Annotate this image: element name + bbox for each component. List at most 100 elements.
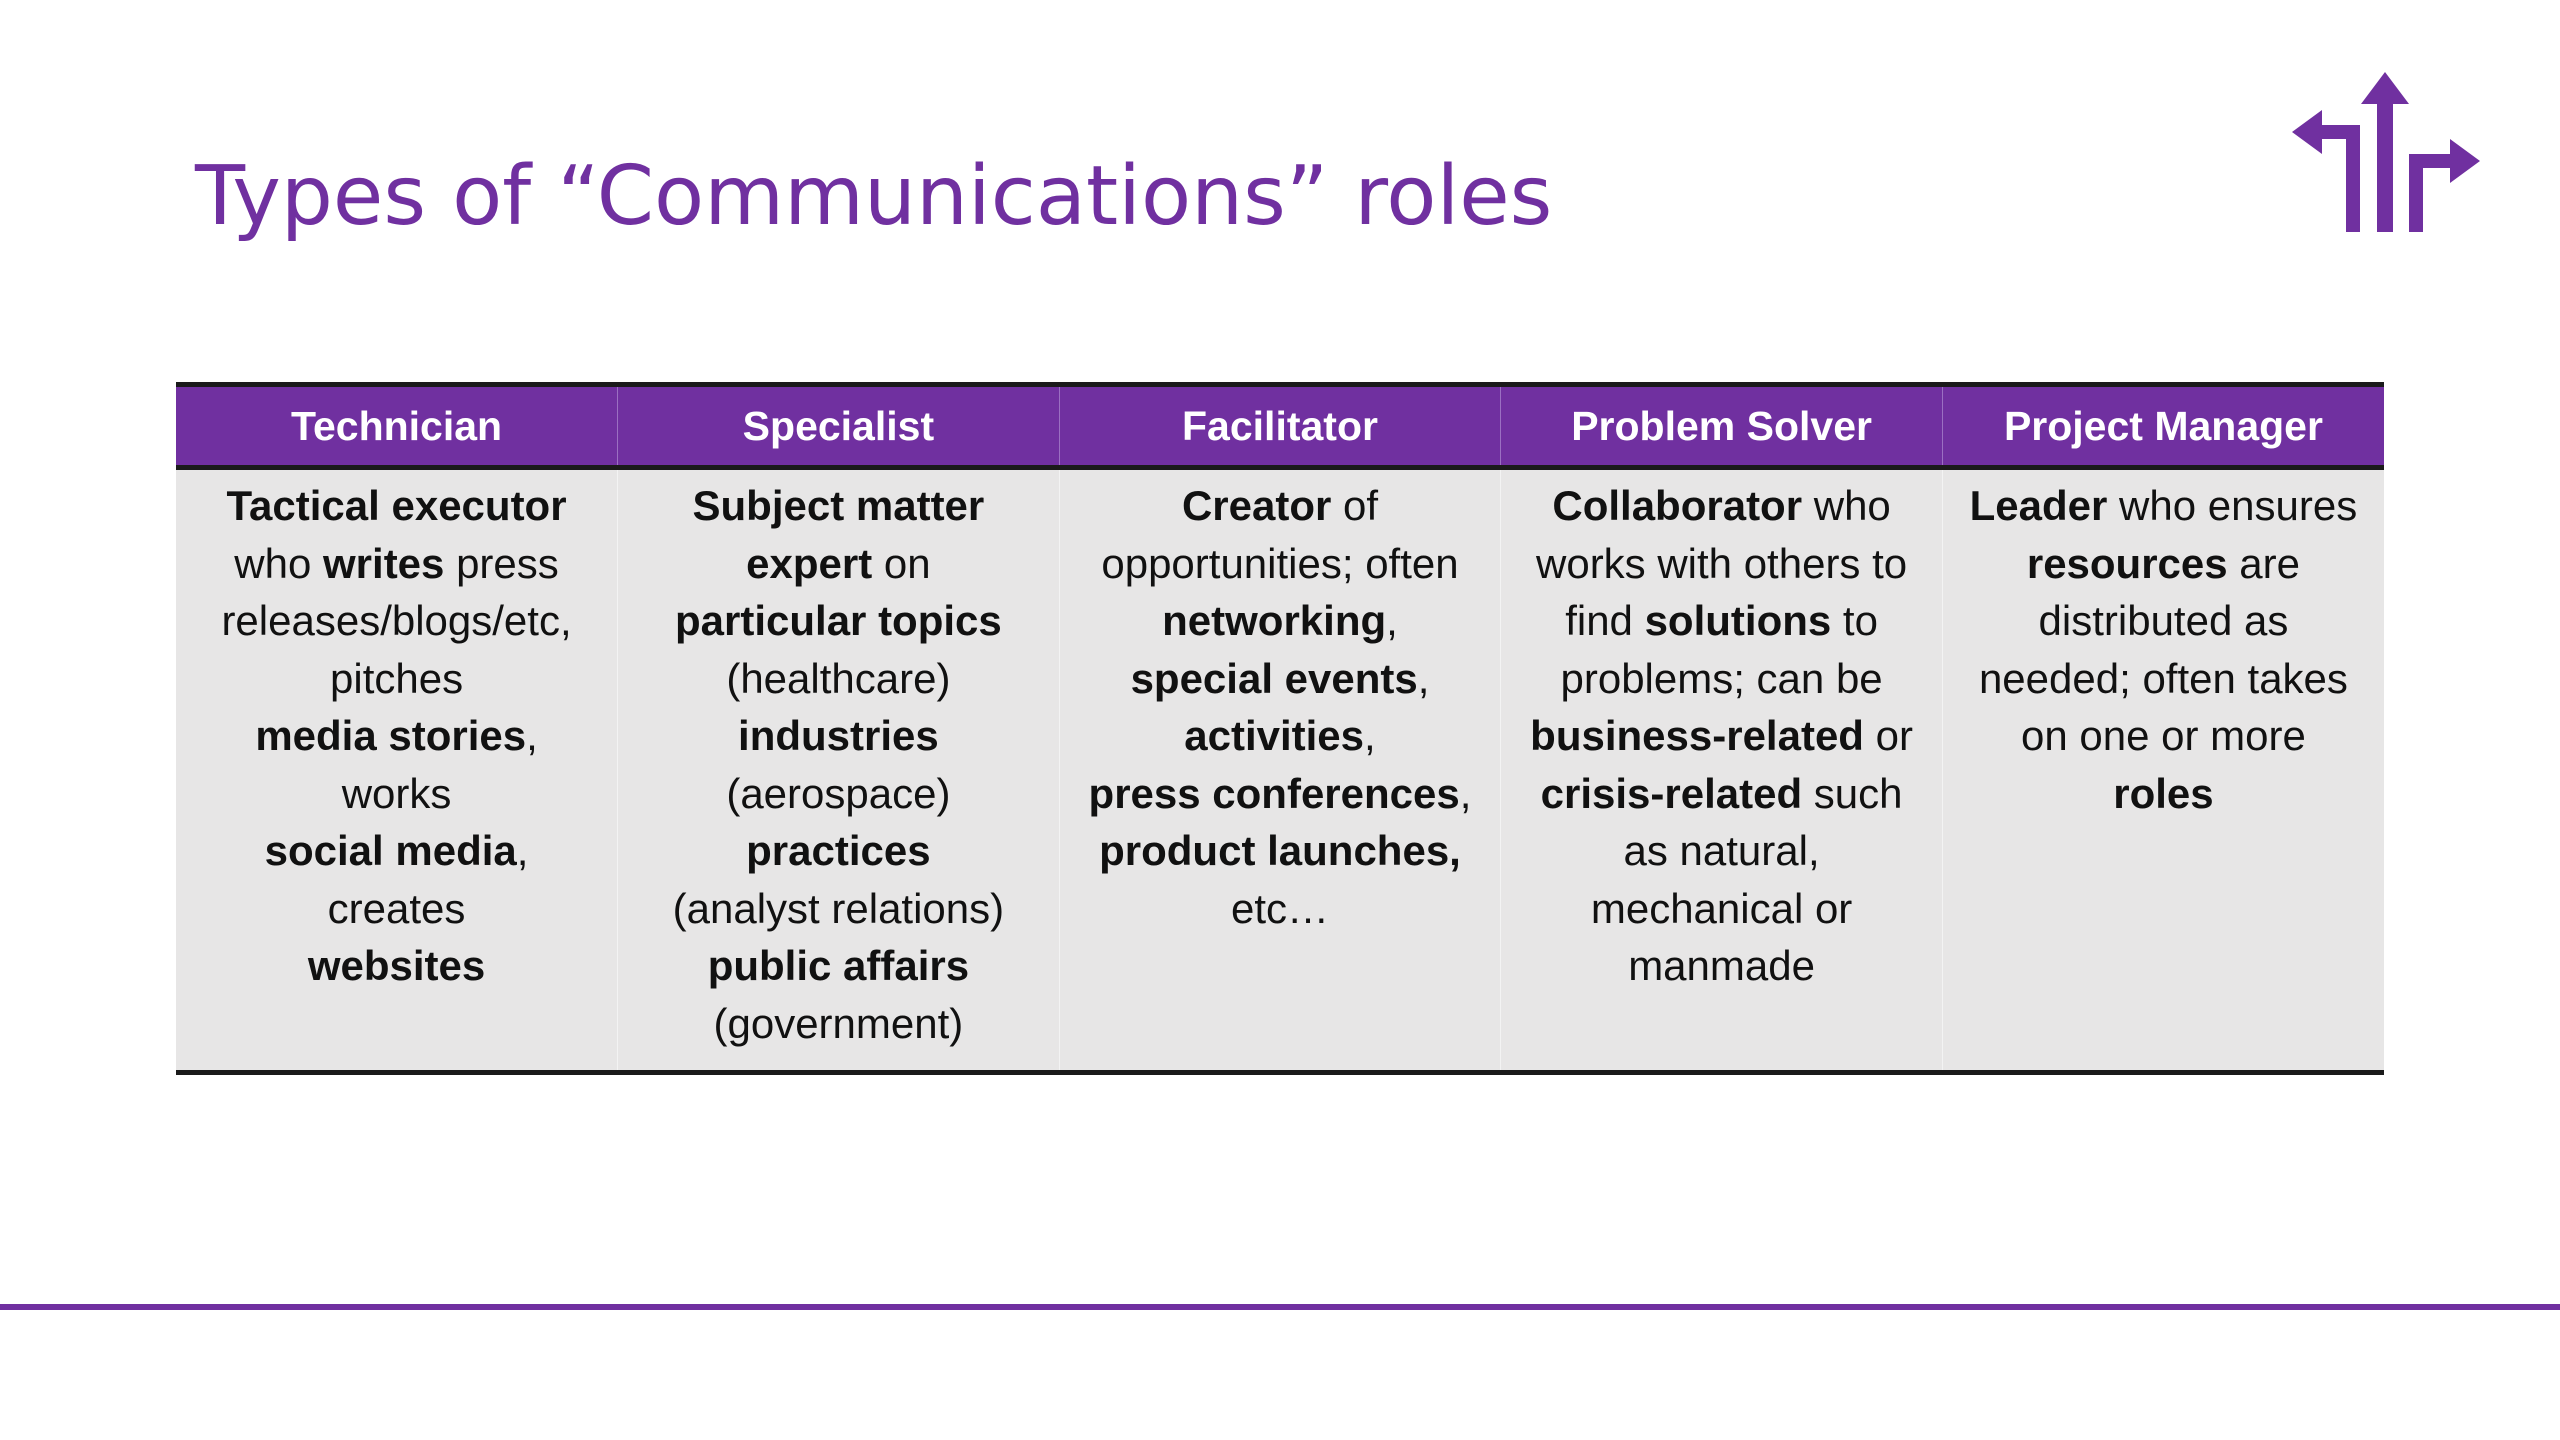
cell-text: (aerospace) <box>726 769 951 817</box>
header-project-manager: Project Manager <box>1941 382 2384 470</box>
cell-line: product launches, <box>1078 822 1483 880</box>
cell-text: , <box>1386 597 1398 644</box>
cell-line: works <box>194 765 599 823</box>
cell-text: , <box>1364 712 1376 759</box>
split-arrows-icon <box>2292 72 2480 232</box>
bold-text: business-related <box>1530 712 1864 759</box>
cell-line: special events, <box>1078 650 1483 708</box>
cell-line: particular topics <box>636 592 1041 650</box>
bottom-divider <box>0 1304 2560 1310</box>
cell-text: distributed as <box>2038 597 2289 644</box>
cell-line: expert on <box>636 535 1041 593</box>
cell-text: press <box>444 539 559 587</box>
cell-line: etc… <box>1078 880 1483 938</box>
cell-text: are <box>2227 539 2301 587</box>
bold-text: Tactical executor <box>226 482 567 529</box>
cell-text: on one or more <box>2021 712 2306 759</box>
bold-text: writes <box>323 539 445 587</box>
cell-text: , <box>516 827 529 874</box>
cell-line: media stories, <box>194 707 599 765</box>
cell-line: public affairs <box>636 937 1041 995</box>
cell-line: networking, <box>1078 592 1483 650</box>
cell-line: problems; can be <box>1519 650 1924 708</box>
cell-line: (government) <box>636 995 1041 1053</box>
bold-text: Collaborator <box>1552 482 1803 529</box>
header-technician: Technician <box>176 382 619 470</box>
cell-line: as natural, <box>1519 822 1924 880</box>
cell-line: Leader who ensures <box>1961 477 2366 535</box>
cell-line: pitches <box>194 650 599 708</box>
bold-text: particular topics <box>675 597 1002 644</box>
cell-line: manmade <box>1519 937 1924 995</box>
cell-line: releases/blogs/etc, <box>194 592 599 650</box>
header-row: Technician Specialist Facilitator Proble… <box>176 382 2384 470</box>
cell-text: on <box>872 539 931 587</box>
cell-text: , <box>1459 769 1472 817</box>
cell-text: opportunities; often <box>1101 539 1459 587</box>
cell-text: as natural, <box>1623 827 1820 874</box>
cell-line: Creator of <box>1078 477 1483 535</box>
bold-text: special events <box>1130 654 1418 702</box>
cell-line: practices <box>636 822 1041 880</box>
cell-line: crisis-related such <box>1519 765 1924 823</box>
cell-text: of <box>1331 482 1379 529</box>
cell-text: problems; can be <box>1560 654 1883 702</box>
cell-text: who ensures <box>2107 482 2358 529</box>
cell-text: find <box>1565 597 1645 644</box>
bold-text: websites <box>307 942 486 989</box>
roles-table: Technician Specialist Facilitator Proble… <box>176 382 2384 1075</box>
cell-line: who writes press <box>194 535 599 593</box>
bold-text: expert <box>746 539 873 587</box>
cell-line: resources are <box>1961 535 2366 593</box>
cell-text: , <box>1417 654 1430 702</box>
cell-line: social media, <box>194 822 599 880</box>
cell-line: needed; often takes <box>1961 650 2366 708</box>
cell-line: business-related or <box>1519 707 1924 765</box>
cell-text: works <box>341 769 452 817</box>
cell-line: works with others to <box>1519 535 1924 593</box>
cell-text: to <box>1831 597 1878 644</box>
cell-line: Tactical executor <box>194 477 599 535</box>
bold-text: networking <box>1162 597 1387 644</box>
cell-line: (aerospace) <box>636 765 1041 823</box>
cell-line: activities, <box>1078 707 1483 765</box>
cell-text: , <box>526 712 538 759</box>
bold-text: Subject matter <box>692 482 985 529</box>
header-specialist: Specialist <box>617 382 1060 470</box>
bold-text: social media <box>264 827 517 874</box>
cell-line: opportunities; often <box>1078 535 1483 593</box>
cell-text: etc… <box>1230 884 1329 932</box>
cell-text: releases/blogs/etc, <box>221 597 572 644</box>
cell-text: (healthcare) <box>726 654 951 702</box>
cell-line: mechanical or <box>1519 880 1924 938</box>
cell-text: works with others to <box>1536 539 1908 587</box>
cell-text: (government) <box>713 999 964 1047</box>
bold-text: industries <box>738 712 939 759</box>
cell-line: Collaborator who <box>1519 477 1924 535</box>
cell-line: creates <box>194 880 599 938</box>
header-facilitator: Facilitator <box>1058 382 1502 470</box>
cell-text: who <box>1802 482 1891 529</box>
bold-text: Creator <box>1181 482 1332 529</box>
bold-text: Leader <box>1969 482 2108 529</box>
cell-text: manmade <box>1628 942 1815 989</box>
cell-text: needed; often takes <box>1978 654 2348 702</box>
cell-text: mechanical or <box>1590 884 1853 932</box>
bold-text: media stories <box>255 712 527 759</box>
slide-title: Types of “Communications” roles <box>195 149 1553 244</box>
bold-text: public affairs <box>707 942 970 989</box>
cell-line: find solutions to <box>1519 592 1924 650</box>
cell-line: roles <box>1961 765 2366 823</box>
bold-text: practices <box>746 827 931 874</box>
cell-line: (healthcare) <box>636 650 1041 708</box>
bold-text: resources <box>2026 539 2228 587</box>
cell-text: (analyst relations) <box>672 884 1005 932</box>
bold-text: press conferences <box>1088 769 1460 817</box>
cell-text: creates <box>327 884 466 932</box>
header-problem-solver: Problem Solver <box>1500 382 1943 470</box>
